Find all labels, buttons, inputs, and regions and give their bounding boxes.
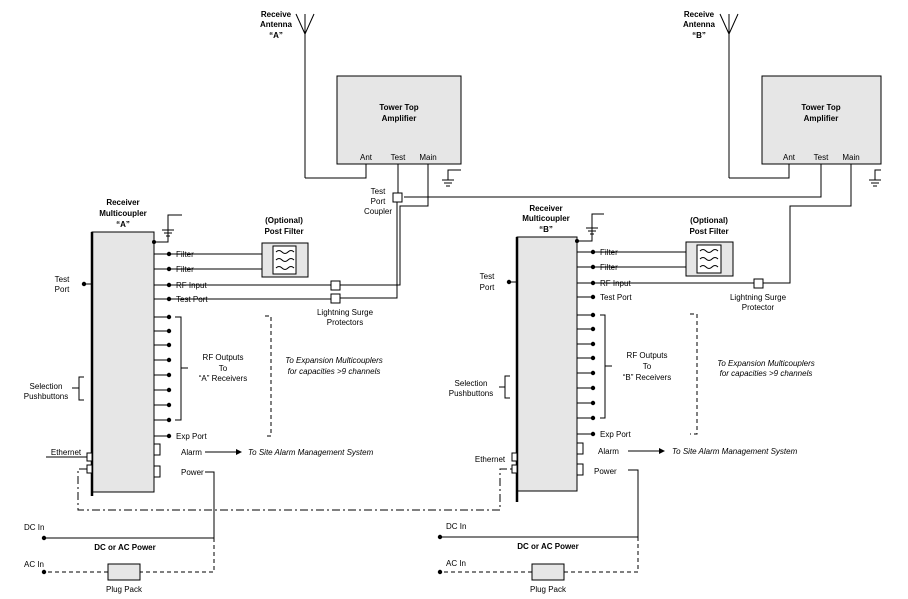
mc-b-side-test-1: Test	[480, 272, 495, 281]
power-a-title: DC or AC Power	[94, 543, 156, 552]
mc-a-rf-out-2: To	[219, 364, 228, 373]
mc-b-alarm-label: Alarm	[598, 447, 619, 456]
mc-a-selection-1: Selection	[30, 382, 63, 391]
antenna-b	[719, 13, 739, 178]
mc-b-ports	[511, 249, 596, 476]
ethernet-link	[77, 468, 514, 511]
mc-a-ports	[86, 251, 172, 478]
mc-a-title-3: “A”	[116, 220, 130, 229]
plug-pack-a	[107, 563, 141, 581]
tta-a-main-label: Main	[419, 153, 436, 162]
antenna-b-label-3: “B”	[692, 31, 706, 40]
surge-b-label-2: Protector	[742, 303, 775, 312]
alarm-dest-a: To Site Alarm Management System	[248, 448, 374, 457]
surge-protector-a-2	[330, 293, 341, 304]
mc-a-side-test-1: Test	[55, 275, 70, 284]
mc-b-rf-out-3: “B” Receivers	[623, 373, 671, 382]
mc-b-side-test-2: Port	[480, 283, 495, 292]
tta-b-title-1: Tower Top	[801, 103, 840, 112]
surge-b-label-1: Lightning Surge	[730, 293, 787, 302]
ground-icon	[442, 169, 461, 187]
mc-a-power-label: Power	[181, 468, 204, 477]
mc-b-test-port-label: Test Port	[600, 293, 632, 302]
power-a-dc-in: DC In	[24, 523, 44, 532]
post-filter-b-title-1: (Optional)	[690, 216, 728, 225]
ground-icon	[869, 169, 881, 187]
power-b-plug-pack: Plug Pack	[530, 585, 567, 594]
power-a-plug-pack: Plug Pack	[106, 585, 143, 594]
tta-a-ant-label: Ant	[360, 153, 373, 162]
power-b-title: DC or AC Power	[517, 542, 579, 551]
mc-a-rf-out-3: “A” Receivers	[199, 374, 247, 383]
mc-b-title-2: Multicoupler	[522, 214, 570, 223]
tower-top-amplifier-a	[336, 75, 462, 165]
mc-a-exp-port-label: Exp Port	[176, 432, 207, 441]
mc-b-selection-1: Selection	[455, 379, 488, 388]
surge-protector-b	[753, 278, 764, 289]
tta-b-main-label: Main	[842, 153, 859, 162]
tta-a-title-2: Amplifier	[382, 114, 417, 123]
post-filter-b-title-2: Post Filter	[689, 227, 728, 236]
test-port-coupler	[392, 192, 403, 203]
mc-a-rf-out-1: RF Outputs	[203, 353, 244, 362]
mc-b-ethernet-label: Ethernet	[475, 455, 506, 464]
ground-icon	[577, 213, 604, 242]
power-a-ac-in: AC In	[24, 560, 44, 569]
mc-b-power-label: Power	[594, 467, 617, 476]
mc-a-selection-2: Pushbuttons	[24, 392, 68, 401]
tower-top-amplifier-b	[761, 75, 882, 165]
receiver-multicoupler-a	[91, 231, 155, 493]
coupler-label-1: Test	[371, 187, 386, 196]
ground-icon	[154, 214, 182, 243]
tta-b-ant-label: Ant	[783, 153, 796, 162]
receiver-multicoupler-b	[516, 236, 578, 492]
mc-b-selection-2: Pushbuttons	[449, 389, 493, 398]
mc-a-alarm-label: Alarm	[181, 448, 202, 457]
antenna-b-label-1: Receive	[684, 10, 715, 19]
antenna-a	[295, 13, 315, 178]
power-b-ac-in: AC In	[446, 559, 466, 568]
antenna-b-label-2: Antenna	[683, 20, 716, 29]
plug-pack-b	[531, 563, 565, 581]
post-filter-a-title-1: (Optional)	[265, 216, 303, 225]
mc-b-title-1: Receiver	[529, 204, 562, 213]
expansion-b-2: for capacities >9 channels	[720, 369, 813, 378]
surge-protector-a-1	[330, 280, 341, 291]
mc-b-rf-out-2: To	[643, 362, 652, 371]
tta-b-title-2: Amplifier	[804, 114, 839, 123]
antenna-a-label-3: “A”	[269, 31, 283, 40]
expansion-a-2: for capacities >9 channels	[288, 367, 381, 376]
antenna-a-label-2: Antenna	[260, 20, 293, 29]
surge-a-label-1: Lightning Surge	[317, 308, 374, 317]
tta-a-test-label: Test	[391, 153, 406, 162]
antenna-a-label-1: Receive	[261, 10, 292, 19]
surge-a-label-2: Protectors	[327, 318, 363, 327]
coupler-label-3: Coupler	[364, 207, 392, 216]
mc-b-exp-port-label: Exp Port	[600, 430, 631, 439]
coupler-label-2: Port	[371, 197, 386, 206]
post-filter-a-title-2: Post Filter	[264, 227, 303, 236]
mc-b-rf-out-1: RF Outputs	[627, 351, 668, 360]
power-b-dc-in: DC In	[446, 522, 466, 531]
mc-a-title-2: Multicoupler	[99, 209, 147, 218]
expansion-a-1: To Expansion Multicouplers	[285, 356, 383, 365]
alarm-dest-b: To Site Alarm Management System	[672, 447, 798, 456]
mc-a-side-test-2: Port	[55, 285, 70, 294]
tta-a-title-1: Tower Top	[379, 103, 418, 112]
tta-b-test-label: Test	[814, 153, 829, 162]
mc-a-ethernet-label: Ethernet	[51, 448, 82, 457]
mc-b-title-3: “B”	[539, 225, 553, 234]
mc-a-title-1: Receiver	[106, 198, 139, 207]
expansion-b-1: To Expansion Multicouplers	[717, 359, 815, 368]
